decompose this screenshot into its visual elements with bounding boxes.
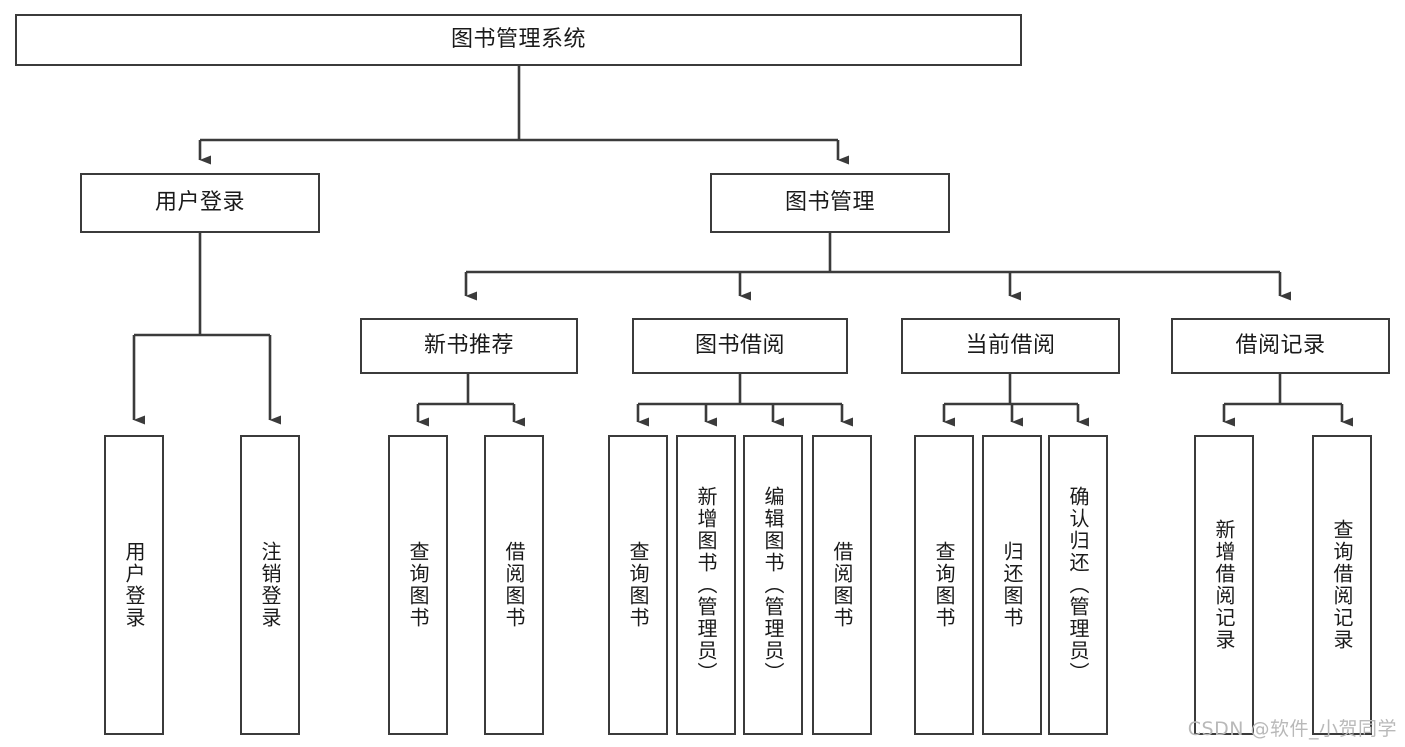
node-user-login[interactable]: 用户登录 (80, 173, 320, 233)
node-root-book-management-system[interactable]: 图书管理系统 (15, 14, 1022, 66)
leaf-borrow-book[interactable]: 借阅图书 (812, 435, 872, 735)
node-label: 查询图书 (932, 541, 956, 629)
node-label: 新增借阅记录 (1212, 519, 1236, 651)
node-label: 查询借阅记录 (1330, 519, 1354, 651)
leaf-query-book-current[interactable]: 查询图书 (914, 435, 974, 735)
node-label: 当前借阅 (965, 332, 1056, 358)
node-new-book-recommend[interactable]: 新书推荐 (360, 318, 578, 374)
node-label: 注销登录 (258, 541, 282, 629)
leaf-return-book[interactable]: 归还图书 (982, 435, 1042, 735)
node-label: 归还图书 (1000, 541, 1024, 629)
node-label: 图书管理系统 (450, 26, 586, 52)
node-book-borrow[interactable]: 图书借阅 (632, 318, 848, 374)
node-label: 查询图书 (406, 541, 430, 629)
node-label: 图书管理 (784, 189, 875, 215)
node-label: 用户登录 (122, 541, 146, 629)
csdn-watermark: CSDN @软件_小贺同学 (1187, 718, 1397, 740)
leaf-query-book-borrow[interactable]: 查询图书 (608, 435, 668, 735)
node-label: 借阅图书 (830, 541, 854, 629)
leaf-logout-login[interactable]: 注销登录 (240, 435, 300, 735)
leaf-add-book-admin[interactable]: 新增图书（管理员） (676, 435, 736, 735)
leaf-borrow-book-recommend[interactable]: 借阅图书 (484, 435, 544, 735)
leaf-user-login[interactable]: 用户登录 (104, 435, 164, 735)
leaf-add-borrow-record[interactable]: 新增借阅记录 (1194, 435, 1254, 735)
node-label: 借阅记录 (1235, 332, 1326, 358)
node-label: 新增图书（管理员） (694, 486, 718, 684)
node-label: 查询图书 (626, 541, 650, 629)
leaf-edit-book-admin[interactable]: 编辑图书（管理员） (743, 435, 803, 735)
leaf-query-book-recommend[interactable]: 查询图书 (388, 435, 448, 735)
node-label: 编辑图书（管理员） (761, 486, 785, 684)
node-label: 用户登录 (154, 189, 245, 215)
node-borrow-record[interactable]: 借阅记录 (1171, 318, 1390, 374)
leaf-confirm-return-admin[interactable]: 确认归还（管理员） (1048, 435, 1108, 735)
node-label: 确认归还（管理员） (1066, 486, 1090, 684)
node-book-management[interactable]: 图书管理 (710, 173, 950, 233)
node-current-borrow[interactable]: 当前借阅 (901, 318, 1120, 374)
node-label: 新书推荐 (423, 332, 514, 358)
node-label: 图书借阅 (694, 332, 785, 358)
node-label: 借阅图书 (502, 541, 526, 629)
leaf-query-borrow-record[interactable]: 查询借阅记录 (1312, 435, 1372, 735)
